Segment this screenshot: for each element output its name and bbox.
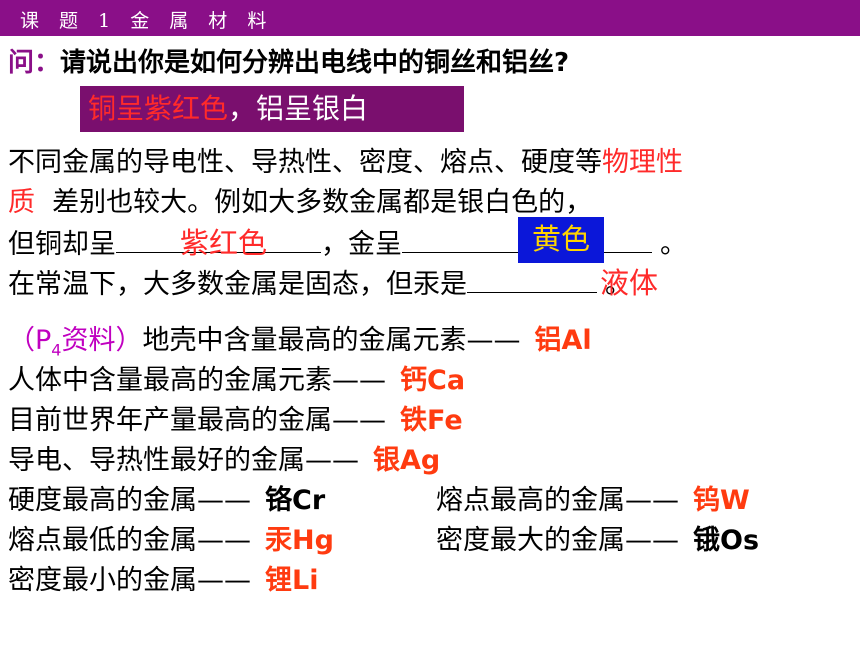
fact-production: 目前世界年产量最高的金属—— 铁Fe	[8, 402, 463, 440]
para-line-3: 但铜却呈 ，金呈 。	[8, 224, 687, 264]
mercury-blank	[467, 264, 597, 293]
fact-crust-ans: 铝Al	[534, 325, 592, 356]
fact-production-ans: 铁Fe	[400, 405, 463, 436]
fact-conductivity-ans: 银Ag	[373, 445, 441, 476]
fact-min-density-ans: 锂Li	[265, 565, 319, 596]
fact-max-density-ans: 锇Os	[693, 525, 760, 556]
mercury-prompt: 在常温下，大多数金属是固态，但汞是	[8, 269, 467, 300]
fact-conductivity: 导电、导热性最好的金属—— 银Ag	[8, 442, 440, 480]
source-note-b: 资料）	[61, 325, 143, 356]
fact-low-melting-ans: 汞Hg	[265, 525, 334, 556]
fact-low-melting-q: 熔点最低的金属——	[8, 525, 251, 556]
answer-box: 铜呈紫红色，铝呈银白	[80, 86, 464, 132]
fact-crust-q: 地壳中含量最高的金属元素——	[142, 325, 521, 356]
copper-color-answer: 紫红色	[180, 226, 268, 260]
fact-production-q: 目前世界年产量最高的金属——	[8, 405, 386, 436]
mercury-state-answer: 液体	[600, 266, 659, 300]
source-note: （P4资料）	[8, 325, 143, 360]
para-line-3-end: 。	[660, 229, 687, 260]
question-text: 请说出你是如何分辨出电线中的铜丝和铝丝?	[60, 48, 570, 78]
fact-low-melting: 熔点最低的金属—— 汞Hg	[8, 522, 334, 560]
fact-high-melting-q: 熔点最高的金属——	[436, 485, 679, 516]
fact-high-melting-ans: 钨W	[693, 485, 750, 516]
fact-crust: （P4资料）地壳中含量最高的金属元素—— 铝Al	[8, 322, 592, 369]
fact-hardness: 硬度最高的金属—— 铬Cr	[8, 482, 325, 520]
physical-property-text: 物理性	[602, 147, 683, 178]
fact-body-ans: 钙Ca	[400, 365, 466, 396]
para-line-2: 质 差别也较大。例如大多数金属都是银白色的，	[8, 184, 592, 222]
fact-hardness-q: 硬度最高的金属——	[8, 485, 251, 516]
fact-min-density-q: 密度最小的金属——	[8, 565, 251, 596]
source-note-a: （P	[8, 325, 52, 356]
source-note-sub: 4	[51, 340, 62, 360]
fact-max-density-q: 密度最大的金属——	[436, 525, 679, 556]
fact-body-q: 人体中含量最高的金属元素——	[8, 365, 386, 396]
lesson-title: 课 题 1 金 属 材 料	[20, 10, 274, 32]
fact-max-density: 密度最大的金属—— 锇Os	[436, 522, 759, 560]
question-prefix: 问：	[8, 48, 61, 78]
fact-hardness-ans: 铬Cr	[265, 485, 326, 516]
answer-copper: 铜呈紫红色	[88, 92, 229, 125]
copper-blank	[116, 224, 321, 253]
para-line-4-end: 。	[605, 269, 632, 300]
para-line-1: 不同金属的导电性、导热性、密度、熔点、硬度等物理性	[8, 144, 683, 182]
physical-property-text-2: 质	[8, 187, 35, 218]
answer-aluminum: ，铝呈银白	[228, 92, 369, 125]
gold-color-answer: 黄色	[518, 217, 604, 263]
para-line-1-text: 不同金属的导电性、导热性、密度、熔点、硬度等	[8, 147, 602, 178]
fact-min-density: 密度最小的金属—— 锂Li	[8, 562, 318, 600]
para-line-2-text: 差别也较大。例如大多数金属都是银白色的，	[35, 187, 593, 218]
fact-high-melting: 熔点最高的金属—— 钨W	[436, 482, 750, 520]
copper-prompt: 但铜却呈	[8, 229, 116, 260]
fact-conductivity-q: 导电、导热性最好的金属——	[8, 445, 359, 476]
question: 问：请说出你是如何分辨出电线中的铜丝和铝丝?	[8, 42, 569, 79]
gold-prompt: ，金呈	[321, 229, 402, 260]
para-line-4: 在常温下，大多数金属是固态，但汞是 。	[8, 264, 632, 304]
title-bar: 课 题 1 金 属 材 料	[0, 0, 860, 36]
fact-body: 人体中含量最高的金属元素—— 钙Ca	[8, 362, 465, 400]
